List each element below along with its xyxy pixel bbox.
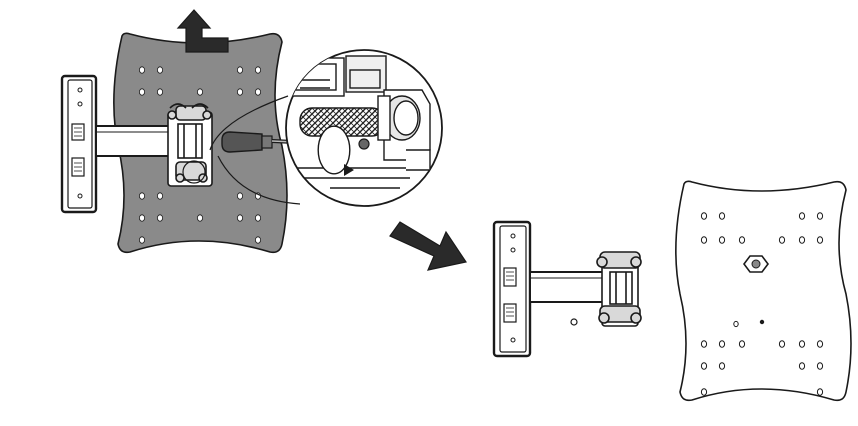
swing-arm-right (529, 271, 615, 326)
tv-plate-white (675, 180, 852, 402)
assembled-mount (60, 9, 341, 254)
tilt-bracket-left (167, 103, 213, 187)
tilt-bracket-right (596, 251, 642, 327)
diagonal-right-arrow-icon (389, 221, 467, 271)
separated-parts (492, 180, 852, 402)
rotate-arrow-icon (317, 125, 370, 176)
up-arrow-icon (176, 9, 229, 53)
swing-arm-left (95, 125, 181, 157)
wall-plate-left (60, 74, 98, 214)
center-nut (743, 255, 769, 273)
wall-plate-right (492, 220, 532, 358)
